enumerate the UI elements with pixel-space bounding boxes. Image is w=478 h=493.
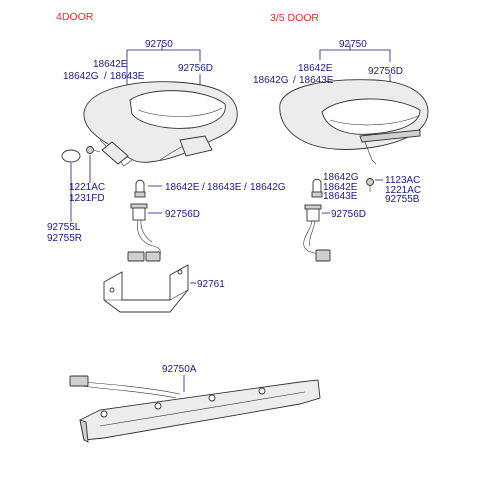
label-92755B: 92755B xyxy=(385,194,420,205)
label-92750-left: 92750 xyxy=(145,39,173,50)
socket-92756D-right xyxy=(303,204,331,262)
label-18642G-right: 18642G xyxy=(253,75,289,86)
bulb-18642E-right xyxy=(311,178,323,198)
label-1231FD-left: 1231FD xyxy=(69,193,105,204)
label-92756D-right-top: 92756D xyxy=(368,66,403,77)
label-92755R: 92755R xyxy=(47,233,82,244)
label-18643E-bulb-right: 18643E xyxy=(323,191,358,202)
socket-92756D xyxy=(127,203,161,262)
screw-1123AC xyxy=(366,178,374,192)
label-1123AC: 1123AC xyxy=(385,175,420,186)
bottom-assembly: 92750A xyxy=(69,364,321,443)
label-18642E-left: 18642E xyxy=(93,59,128,70)
label-18643E-bulb-left: 18643E xyxy=(207,182,242,193)
high-mount-stop-lamp-4door xyxy=(83,81,238,167)
label-92761: 92761 xyxy=(197,279,225,290)
label-slash-right: / xyxy=(293,75,296,86)
leader-92750-left xyxy=(126,49,201,62)
header-4door: 4DOOR xyxy=(56,11,94,23)
label-18642G-bulb-left: 18642G xyxy=(250,182,286,193)
label-slash-bulb-left-1: / xyxy=(202,182,205,193)
label-92755L: 92755L xyxy=(47,222,81,233)
left-assembly: 92750 18642E 18642G / 18643E 92756D 1221… xyxy=(47,39,286,313)
label-18643E-right: 18643E xyxy=(299,75,334,86)
header-3-5-door: 3/5 DOOR xyxy=(270,12,319,24)
label-slash-bulb-left-2: / xyxy=(244,182,247,193)
label-18642G-bulb-right: 18642G xyxy=(323,172,359,183)
label-18642E-right: 18642E xyxy=(298,63,333,74)
label-1221AC-right: 1221AC xyxy=(385,185,421,196)
lens-92755 xyxy=(61,149,81,163)
label-92750-right: 92750 xyxy=(339,39,367,50)
high-mount-stop-lamp-92750A xyxy=(79,379,321,443)
label-slash-left: / xyxy=(104,71,107,82)
label-18642E-bulb-left: 18642E xyxy=(165,182,200,193)
bulb-18642E xyxy=(134,179,146,198)
label-92750A: 92750A xyxy=(162,364,197,375)
bracket-92761 xyxy=(103,264,189,313)
label-92756D-socket-left: 92756D xyxy=(165,209,200,220)
right-assembly: 92750 18642E 18642G / 18643E 92756D 1864… xyxy=(253,39,429,262)
label-1221AC-left: 1221AC xyxy=(69,182,105,193)
label-18642G-left: 18642G xyxy=(63,71,99,82)
leader-92750-right xyxy=(319,49,391,62)
label-18643E-left: 18643E xyxy=(110,71,145,82)
label-92756D-socket-right: 92756D xyxy=(331,209,366,220)
wire-harness-92750A xyxy=(69,375,181,399)
high-mount-stop-lamp-3-5door xyxy=(279,79,429,165)
label-18642E-bulb-right: 18642E xyxy=(323,182,358,193)
label-92756D-left-top: 92756D xyxy=(178,63,213,74)
screw-1221AC xyxy=(86,146,101,154)
